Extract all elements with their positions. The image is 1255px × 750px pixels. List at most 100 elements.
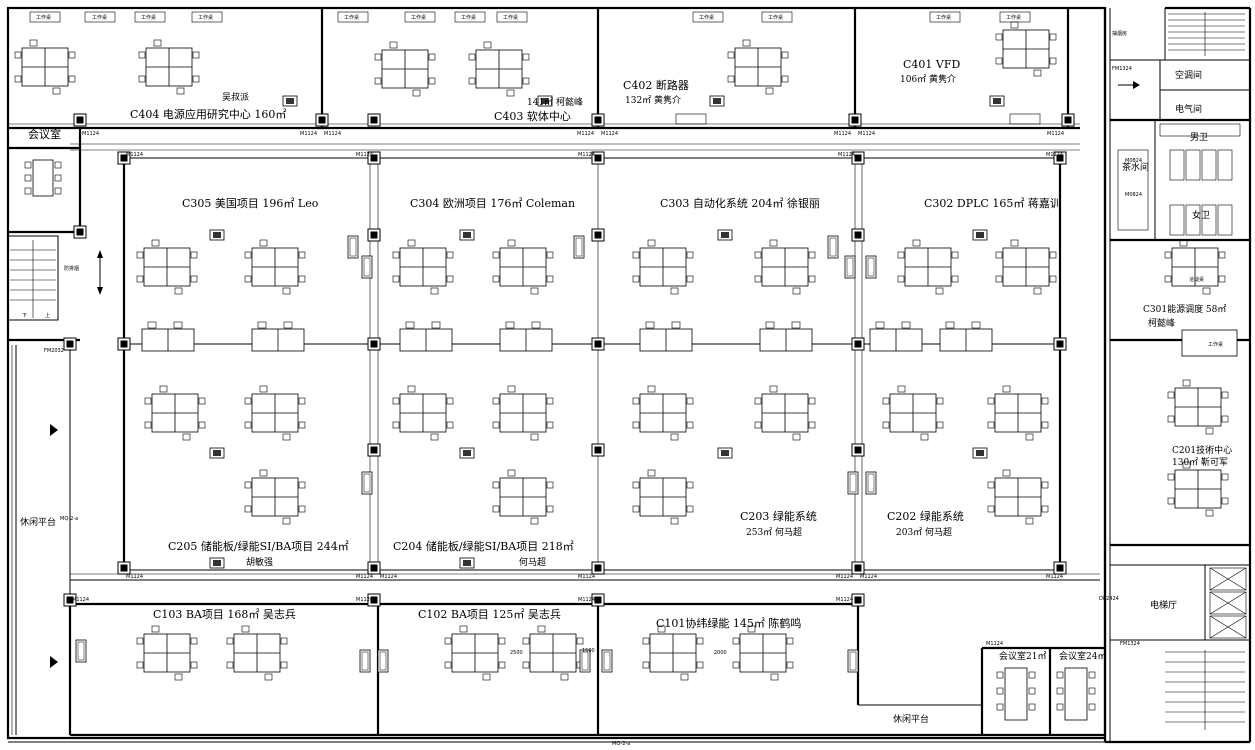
door-tag: M1124: [72, 597, 89, 603]
room-c305-label: C305 美国项目 196㎡ Leo: [182, 197, 319, 210]
door-tag: M1124: [126, 574, 143, 580]
stair-down-tag: 下: [22, 313, 27, 319]
room-c402-label: C402 断路器: [623, 78, 689, 92]
door-tag: M1124: [1047, 131, 1064, 137]
door-tag: M1124: [300, 131, 317, 137]
door-tag: M1124: [836, 597, 853, 603]
door-tag: M1124: [82, 131, 99, 137]
right-core: [1109, 8, 1250, 742]
room-c404-label: C404 电源应用研究中心 160㎡: [130, 107, 286, 121]
door-tag: M1124: [986, 641, 1003, 647]
door-tag: M1124: [601, 131, 618, 137]
fire-door-tag: FM2032: [44, 348, 64, 354]
door-m0824-tag: M0824: [1125, 158, 1142, 164]
lounge-left-label: 休闲平台: [20, 516, 56, 528]
dimension-tag: 2000: [714, 650, 727, 656]
table-label: 洽谈桌: [1189, 276, 1204, 283]
dimension-tag: 1500: [582, 648, 595, 654]
air-room-label: 空调间: [1175, 69, 1202, 81]
tea-room-label: 茶水间: [1122, 161, 1149, 173]
room-c401-label: C401 VFD: [903, 58, 960, 71]
room-c303-label: C303 自动化系统 204㎡ 徐银丽: [660, 196, 820, 210]
elevator-hall-label: 电梯厅: [1150, 599, 1177, 611]
door-tag: M1124: [834, 131, 851, 137]
meeting-room-label: 会议室: [28, 127, 61, 141]
room-c403-label: C403 软体中心: [494, 109, 571, 123]
door-tag: M1124: [578, 152, 595, 158]
fire-door-tag: FM1324: [1120, 641, 1140, 647]
door-m0824-tag: M0824: [1125, 192, 1142, 198]
cabinet-label: 工作桌: [699, 14, 714, 21]
stair-up-tag: 上: [45, 312, 50, 319]
room-c401-area: 106㎡ 黄隽介: [900, 73, 956, 85]
cabinet-label: 工作桌: [198, 14, 213, 21]
door-tag: M1124: [356, 152, 373, 158]
room-c403-area: 141㎡ 柯懿峰: [527, 96, 583, 108]
room-c203-label: C203 绿能系统: [740, 509, 817, 523]
curtain-wall-tag-left: MQ-2-a: [60, 516, 78, 522]
dimension-tag: 2500: [510, 650, 523, 656]
room-c201-label: C201技術中心: [1172, 444, 1232, 456]
door-tag: M1124: [860, 574, 877, 580]
room-c202-label: C202 绿能系统: [887, 509, 964, 523]
door-tag: M1124: [356, 574, 373, 580]
room-c205-label: C205 储能板/绿能SI/BA项目 244㎡: [168, 539, 349, 553]
cabinet-label: 工作桌: [768, 14, 783, 21]
room-c204-person: 何马超: [519, 556, 546, 568]
door-tag: M1124: [1046, 152, 1063, 158]
cabinet-label: 工作桌: [461, 14, 476, 21]
room-c103-label: C103 BA项目 168㎡ 吴志兵: [153, 608, 296, 621]
cabinet-label: 工作桌: [1006, 14, 1021, 21]
door-tag: M1124: [858, 131, 875, 137]
room-c302-label: C302 DPLC 165㎡ 蒋嘉训: [924, 196, 1061, 210]
male-wc-label: 男卫: [1190, 132, 1208, 143]
cabinet-label: 工作桌: [92, 14, 107, 21]
curtain-wall-tag: MQ-2-a: [612, 741, 630, 747]
room-c202-area: 203㎡ 何马超: [896, 526, 952, 538]
cabinet-label: 工作桌: [141, 14, 156, 21]
cabinet-label: 工作桌: [344, 14, 359, 21]
smoke-exhaust-tag: 防排烟: [64, 265, 79, 272]
room-c101-label: C101协纬绿能 145㎡ 陈鹤鸣: [656, 616, 801, 630]
room-c301-person: 柯懿峰: [1148, 317, 1175, 329]
door-tag: M1124: [126, 152, 143, 158]
room-labels: C404 电源应用研究中心 160㎡ 吴叔派 141㎡ 柯懿峰 C403 软体中…: [20, 30, 1232, 725]
door-tag: M1124: [836, 574, 853, 580]
cabinet-label: 工作桌: [1208, 341, 1223, 348]
top-office-row: [8, 8, 1080, 130]
door-tag: M1124: [577, 131, 594, 137]
smoking-room-label: 抽烟房: [1112, 30, 1127, 37]
cabinet-label: 工作桌: [503, 14, 518, 21]
door-tag: M1124: [578, 574, 595, 580]
door-tag: M1124: [356, 597, 373, 603]
elevator-tag: DK2424: [1099, 596, 1119, 602]
room-c102-label: C102 BA项目 125㎡ 吴志兵: [418, 608, 561, 621]
left-core: [7, 128, 103, 735]
door-tag: M1124: [324, 131, 341, 137]
door-tag: M1124: [838, 152, 855, 158]
central-office: [63, 113, 1100, 581]
outer-walls: [6, 6, 1252, 744]
cabinet-label: 工作桌: [36, 14, 51, 21]
room-c402-area: 132㎡ 黄隽介: [625, 94, 681, 106]
door-tag: M1124: [578, 597, 595, 603]
room-c301-label: C301能源调度 58㎡: [1143, 303, 1226, 315]
room-c203-area: 253㎡ 何马超: [746, 526, 802, 538]
cabinet-label: 工作桌: [936, 14, 951, 21]
meeting-room-24-label: 会议室24㎡: [1059, 650, 1106, 662]
electric-room-label: 电气间: [1175, 103, 1202, 115]
cabinet-label: 工作桌: [411, 14, 426, 21]
room-c205-person: 胡敏强: [246, 556, 273, 568]
room-c201-area: 130㎡ 靳可军: [1172, 456, 1228, 468]
bottom-office-row: [63, 593, 1105, 737]
fire-door-tag: FM1324: [1112, 66, 1132, 72]
door-tag: M1124: [380, 574, 397, 580]
plan-tags: M1124 M1124 M1124 M1124 M1124 M1124 M112…: [22, 14, 1223, 747]
meeting-room-21-label: 会议室21㎡: [999, 650, 1046, 662]
room-c204-label: C204 储能板/绿能SI/BA项目 218㎡: [393, 539, 574, 553]
room-c304-label: C304 欧洲项目 176㎡ Coleman: [410, 197, 575, 210]
lounge-bottom-label: 休闲平台: [893, 713, 929, 725]
room-c404-person: 吴叔派: [222, 91, 249, 103]
door-tag: M1124: [1046, 574, 1063, 580]
